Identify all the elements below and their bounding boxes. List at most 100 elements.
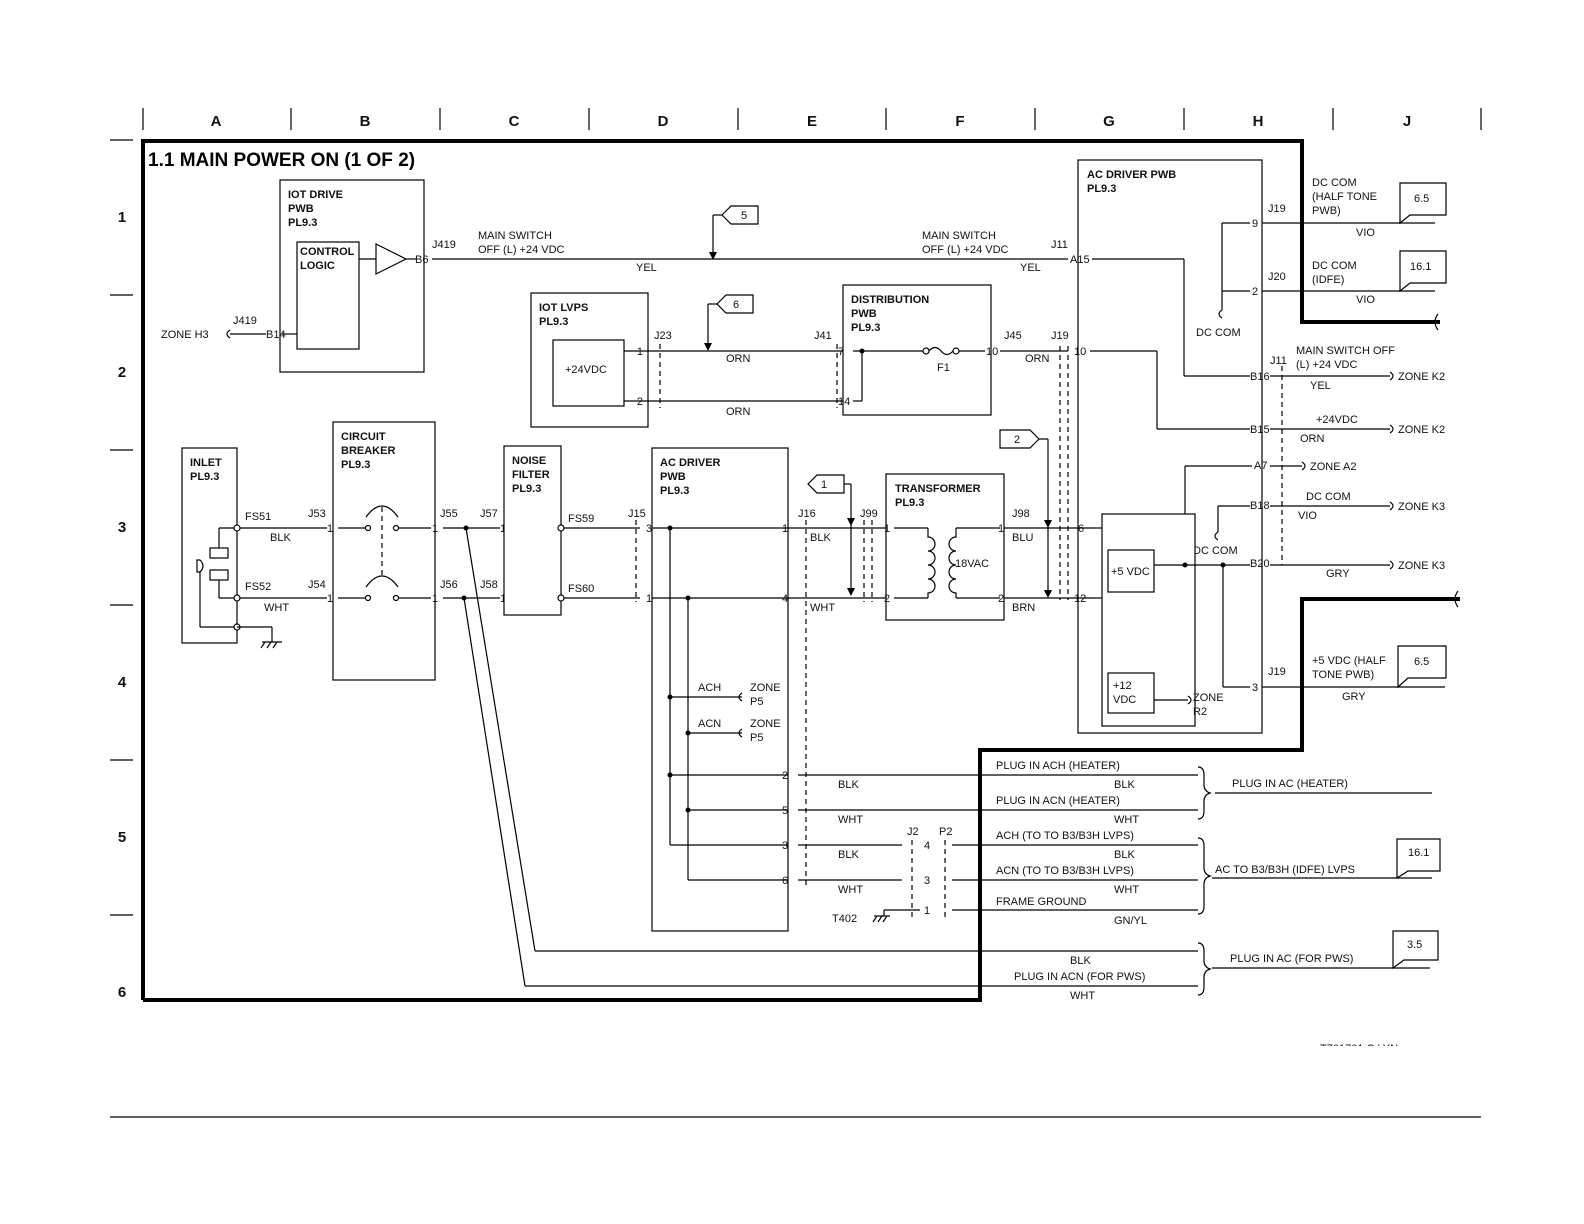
svg-text:TRANSFORMER: TRANSFORMER: [895, 483, 981, 495]
ac-driver-pwb: J15 3 1 AC DRIVER PWB PL9.3 ACH ACN ZONE…: [628, 447, 886, 932]
row-label-2: 2: [118, 364, 126, 381]
svg-text:ZONE K2: ZONE K2: [1398, 424, 1445, 436]
svg-text:VIO: VIO: [1298, 510, 1317, 522]
svg-text:J2: J2: [907, 826, 919, 838]
ac-driver-pwb-top: AC DRIVER PWB PL9.3 J11 A15 J19 10 B16 B…: [1051, 159, 1270, 734]
ref-flag-6: [716, 294, 754, 314]
svg-text:3: 3: [782, 840, 788, 852]
svg-text:OFF (L) +24 VDC: OFF (L) +24 VDC: [922, 244, 1009, 256]
svg-text:BLU: BLU: [1012, 532, 1033, 544]
ref-box-6-5-top: [1399, 182, 1447, 225]
svg-text:3.5: 3.5: [1407, 939, 1422, 951]
chassis-ground-icon: [260, 641, 266, 649]
svg-text:YEL: YEL: [1020, 262, 1041, 274]
svg-text:+24VDC: +24VDC: [1316, 414, 1358, 426]
svg-text:B6: B6: [415, 254, 428, 266]
svg-text:MAIN SWITCH: MAIN SWITCH: [922, 230, 996, 242]
svg-text:+5 VDC: +5 VDC: [1111, 566, 1150, 578]
svg-text:1: 1: [637, 346, 643, 358]
svg-text:2: 2: [637, 396, 643, 408]
svg-text:J55: J55: [440, 508, 458, 520]
svg-text:1: 1: [500, 593, 506, 605]
svg-text:2: 2: [998, 593, 1004, 605]
svg-text:BLK: BLK: [1114, 779, 1135, 791]
svg-text:5: 5: [782, 805, 788, 817]
col-label-f: F: [955, 113, 964, 130]
svg-text:ACH: ACH: [698, 682, 721, 694]
svg-text:J19: J19: [1268, 666, 1286, 678]
transformer: 1 J99 TRANSFORMER PL9.3 1 2 18VAC 1 2 J9…: [807, 429, 1092, 621]
row-label-3: 3: [118, 519, 126, 536]
col-label-c: C: [509, 113, 520, 130]
col-label-a: A: [211, 113, 222, 130]
svg-text:PL9.3: PL9.3: [190, 471, 219, 483]
dc-com-ground-icon: [1214, 531, 1219, 541]
svg-text:PLUG IN ACN (FOR PWS): PLUG IN ACN (FOR PWS): [1014, 971, 1145, 983]
svg-text:VIO: VIO: [1356, 227, 1375, 239]
row-label-6: 6: [118, 984, 126, 1001]
col-label-d: D: [658, 113, 669, 130]
iot-drive-pwb: IOT DRIVE PWB PL9.3 CONTROL LOGIC B6 J41…: [161, 179, 456, 373]
svg-text:J99: J99: [860, 508, 878, 520]
svg-text:AC DRIVER PWB: AC DRIVER PWB: [1087, 169, 1176, 181]
svg-text:ACN (TO TO B3/B3H LVPS): ACN (TO TO B3/B3H LVPS): [996, 865, 1134, 877]
svg-text:ZONE K3: ZONE K3: [1398, 501, 1445, 513]
svg-text:P5: P5: [750, 696, 763, 708]
svg-text:J53: J53: [308, 508, 326, 520]
svg-text:3: 3: [1252, 682, 1258, 694]
svg-text:14: 14: [838, 396, 850, 408]
svg-text:GN/YL: GN/YL: [1114, 915, 1147, 927]
svg-text:1: 1: [432, 523, 438, 535]
svg-text:1: 1: [924, 905, 930, 917]
svg-text:DC COM: DC COM: [1312, 260, 1357, 272]
ref-box-16-1-bottom: [1396, 838, 1441, 880]
svg-text:F1: F1: [937, 362, 950, 374]
svg-text:CONTROL: CONTROL: [300, 246, 355, 258]
iot-lvps: IOT LVPS PL9.3 +24VDC 1 2 J23 ORN ORN 6: [530, 292, 845, 428]
svg-text:FS59: FS59: [568, 513, 594, 525]
svg-text:WHT: WHT: [838, 884, 863, 896]
row-label-1: 1: [118, 209, 126, 226]
svg-text:GRY: GRY: [1326, 568, 1350, 580]
svg-text:BLK: BLK: [838, 849, 859, 861]
svg-text:2: 2: [884, 593, 890, 605]
svg-text:1: 1: [998, 523, 1004, 535]
ref-flag-2: [999, 429, 1040, 449]
svg-text:FILTER: FILTER: [512, 469, 550, 481]
distribution-pwb: J41 DISTRIBUTION PWB PL9.3 7 14 F1 10 J4…: [814, 284, 1068, 416]
breaker-switch-top-icon: [365, 505, 399, 518]
svg-text:6.5: 6.5: [1414, 656, 1429, 668]
svg-text:BRN: BRN: [1012, 602, 1035, 614]
svg-text:ACH (TO TO B3/B3H LVPS): ACH (TO TO B3/B3H LVPS): [996, 830, 1134, 842]
svg-text:PL9.3: PL9.3: [341, 459, 370, 471]
svg-text:6.5: 6.5: [1414, 193, 1429, 205]
col-label-e: E: [807, 113, 817, 130]
inlet: INLET PL9.3 FS51 BLK FS52 WHT: [181, 447, 327, 649]
svg-text:J41: J41: [814, 330, 832, 342]
svg-text:P2: P2: [939, 826, 952, 838]
svg-text:YEL: YEL: [1310, 380, 1331, 392]
svg-text:4: 4: [924, 840, 930, 852]
svg-text:J98: J98: [1012, 508, 1030, 520]
page-title: 1.1 MAIN POWER ON (1 OF 2): [148, 150, 415, 171]
svg-text:PWB: PWB: [660, 471, 686, 483]
inlet-earth-pin: [196, 559, 204, 573]
svg-text:B18: B18: [1250, 500, 1270, 512]
svg-text:1: 1: [646, 593, 652, 605]
svg-text:WHT: WHT: [838, 814, 863, 826]
svg-text:6: 6: [1078, 523, 1084, 535]
svg-text:ZONE: ZONE: [750, 682, 781, 694]
svg-text:DC COM: DC COM: [1312, 177, 1357, 189]
svg-text:1: 1: [884, 523, 890, 535]
svg-text:PWB: PWB: [851, 308, 877, 320]
svg-text:DC COM: DC COM: [1193, 545, 1238, 557]
svg-text:1: 1: [821, 479, 827, 491]
svg-text:WHT: WHT: [1114, 814, 1139, 826]
svg-text:FS60: FS60: [568, 583, 594, 595]
brace-heater-icon: [1197, 766, 1212, 820]
circuit-breaker: CIRCUIT BREAKER PL9.3 J53 J54 1 1 1 1 J5…: [308, 421, 536, 987]
ref-flag-5: [721, 205, 759, 225]
svg-text:10: 10: [986, 346, 998, 358]
svg-text:ZONE: ZONE: [1193, 692, 1224, 704]
